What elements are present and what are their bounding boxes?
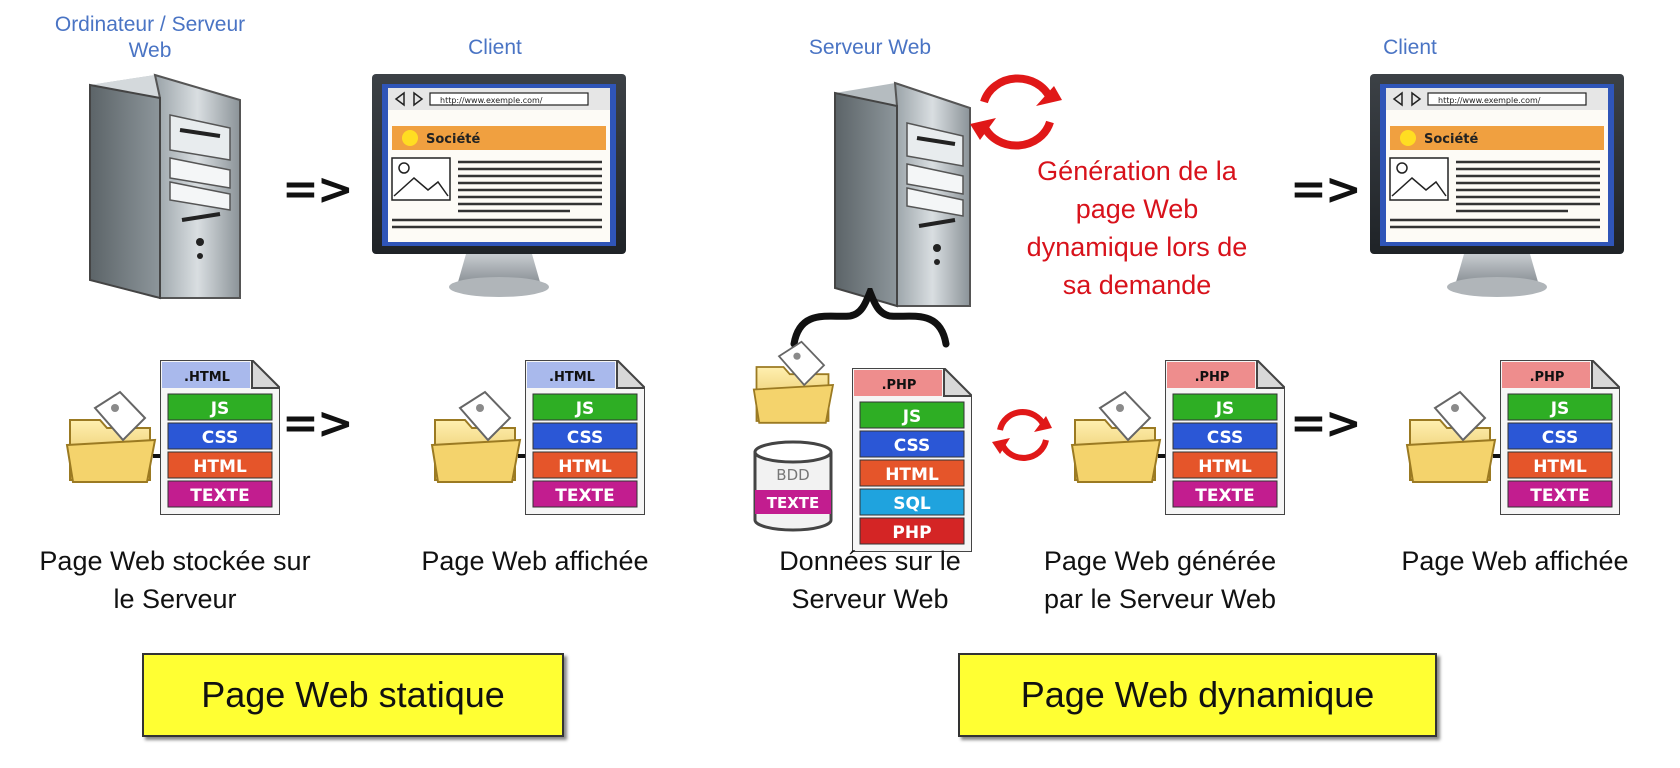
- browser-url: http://www.exemple.com/: [440, 96, 543, 105]
- file-stack: .HTML JS CSS HTML TEXTE: [524, 357, 648, 520]
- file-layer-js: [1172, 393, 1278, 421]
- file-layer-label: TEXTE: [190, 486, 250, 506]
- file-layer-html: [1172, 451, 1278, 479]
- file-layer-label: TEXTE: [555, 486, 615, 506]
- caption-stored: Page Web stockée sur le Serveur: [39, 546, 311, 614]
- file-layer-texte: [167, 480, 273, 508]
- client-monitor-icon: http://www.exemple.com/ Société: [372, 74, 626, 297]
- file-layer-label: HTML: [1533, 457, 1587, 477]
- file-layer-html: [532, 451, 638, 479]
- file-stack: .PHP JS CSS HTML SQL PHP: [851, 365, 975, 557]
- file-layer-php: [859, 517, 965, 545]
- arrow-dynamic-bottom: =>: [1290, 398, 1362, 449]
- server-dynamic-label: Serveur Web: [808, 36, 932, 59]
- browser-company: Société: [426, 132, 480, 147]
- file-layer-label: HTML: [885, 465, 939, 485]
- folder-icon: [430, 390, 530, 483]
- file-layer-texte: [1507, 480, 1613, 508]
- file-layer-js: [1507, 393, 1613, 421]
- file-layer-texte: [1172, 480, 1278, 508]
- file-layer-js: [532, 393, 638, 421]
- file-header-label: .HTML: [184, 370, 230, 385]
- brace-icon: [790, 288, 950, 348]
- file-layer-label: CSS: [567, 428, 604, 448]
- file-layer-label: TEXTE: [1530, 486, 1590, 506]
- file-document-icon: .HTML JS CSS HTML TEXTE: [524, 357, 648, 516]
- folder-icon: [1070, 390, 1170, 483]
- file-layer-js: [859, 401, 965, 429]
- file-layer-html: [1507, 451, 1613, 479]
- file-layer-label: TEXTE: [1195, 486, 1255, 506]
- arrow-static-top: =>: [282, 164, 354, 215]
- folder-icon: [752, 340, 835, 424]
- file-layer-label: CSS: [894, 436, 931, 456]
- database-label: BDD: [776, 466, 809, 484]
- file-layer-label: JS: [1215, 399, 1235, 419]
- refresh-cycle-icon: [970, 74, 1062, 150]
- file-stack: .PHP JS CSS HTML TEXTE: [1164, 357, 1288, 520]
- file-layer-label: HTML: [193, 457, 247, 477]
- generation-note: Génération de la page Web dynamique lors…: [1026, 156, 1248, 300]
- browser-company: Société: [1424, 132, 1478, 147]
- server-tower-dynamic-icon: [834, 81, 971, 308]
- client-static-label: Client: [468, 36, 522, 59]
- caption-data-server: Données sur le Serveur Web: [779, 546, 961, 614]
- file-layer-label: CSS: [202, 428, 239, 448]
- folder-icon: [1405, 390, 1505, 483]
- file-layer-css: [532, 422, 638, 450]
- file-layer-texte: [532, 480, 638, 508]
- arrow-dynamic-top: =>: [1290, 164, 1362, 215]
- caption-displayed-static: Page Web affichée: [421, 546, 649, 576]
- file-layer-js: [167, 393, 273, 421]
- file-layer-sql: [859, 488, 965, 516]
- file-layer-css: [1507, 422, 1613, 450]
- banner-static: Page Web statique: [142, 653, 564, 737]
- file-layer-label: JS: [575, 399, 595, 419]
- file-header-label: .PHP: [1530, 370, 1565, 385]
- file-layer-label: PHP: [892, 523, 931, 543]
- file-layer-label: CSS: [1542, 428, 1579, 448]
- file-layer-css: [167, 422, 273, 450]
- file-document-icon: .PHP JS CSS HTML TEXTE: [1164, 357, 1288, 516]
- server-static-label: Ordinateur / Serveur Web: [54, 13, 246, 62]
- caption-generated: Page Web générée par le Serveur Web: [1043, 546, 1277, 614]
- file-header-label: .PHP: [1195, 370, 1230, 385]
- caption-displayed-dynamic: Page Web affichée: [1401, 546, 1629, 576]
- client-monitor-dynamic-icon: http://www.exemple.com/ Société: [1370, 74, 1624, 297]
- browser-url: http://www.exemple.com/: [1438, 96, 1541, 105]
- file-document-icon: .PHP JS CSS HTML SQL PHP: [851, 365, 975, 553]
- file-document-icon: .HTML JS CSS HTML TEXTE: [159, 357, 283, 516]
- arrow-static-bottom: =>: [282, 398, 354, 449]
- file-layer-label: HTML: [1198, 457, 1252, 477]
- file-document-icon: .PHP JS CSS HTML TEXTE: [1499, 357, 1623, 516]
- file-layer-label: SQL: [893, 494, 931, 514]
- file-layer-css: [1172, 422, 1278, 450]
- database-band: TEXTE: [767, 494, 820, 512]
- file-layer-label: JS: [210, 399, 230, 419]
- file-layer-label: HTML: [558, 457, 612, 477]
- client-dynamic-label: Client: [1383, 36, 1437, 59]
- file-layer-label: JS: [1550, 399, 1570, 419]
- file-stack: .HTML JS CSS HTML TEXTE: [159, 357, 283, 520]
- file-header-label: .PHP: [882, 378, 917, 393]
- file-stack: .PHP JS CSS HTML TEXTE: [1499, 357, 1623, 520]
- banner-dynamic: Page Web dynamique: [958, 653, 1437, 737]
- file-layer-html: [167, 451, 273, 479]
- file-layer-css: [859, 430, 965, 458]
- small-cycle-icon: [992, 409, 1052, 461]
- file-layer-label: CSS: [1207, 428, 1244, 448]
- folder-icon: [65, 390, 165, 483]
- server-tower-icon: [89, 73, 241, 300]
- database-icon: BDD TEXTE: [753, 440, 833, 532]
- file-header-label: .HTML: [549, 370, 595, 385]
- file-layer-html: [859, 459, 965, 487]
- file-layer-label: JS: [902, 407, 922, 427]
